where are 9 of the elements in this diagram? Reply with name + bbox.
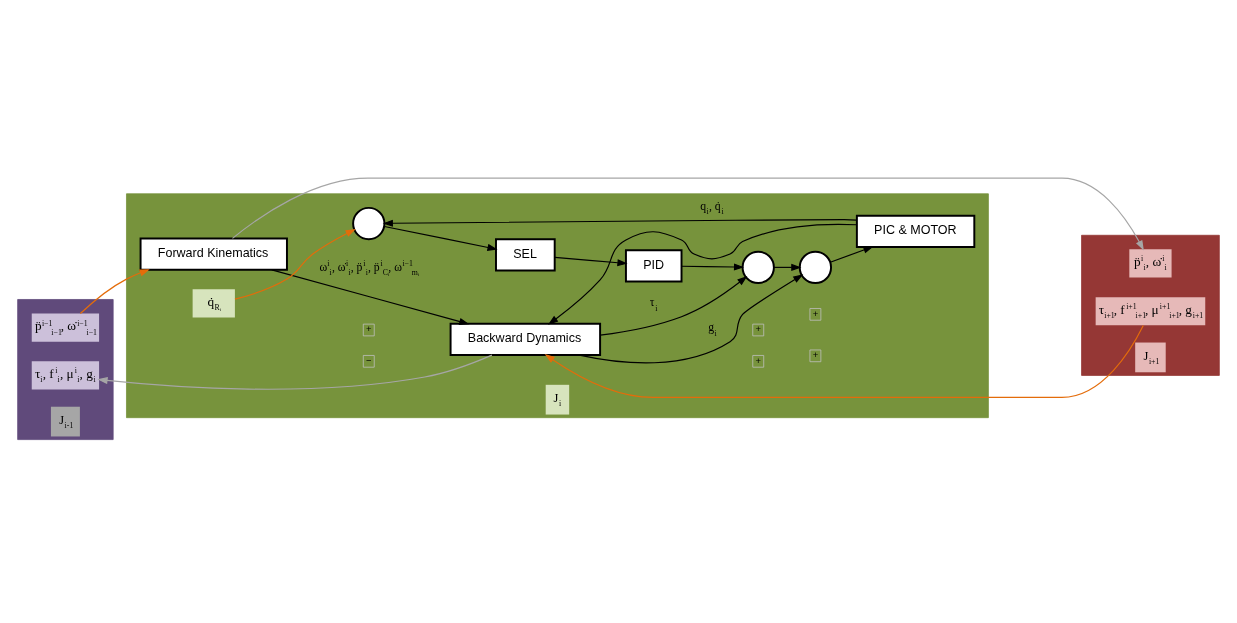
label: + bbox=[812, 348, 819, 360]
label: + bbox=[366, 322, 372, 334]
label: − bbox=[366, 354, 372, 366]
edge-label: g$_{i}$ bbox=[708, 320, 717, 338]
label: + bbox=[812, 307, 819, 319]
edge-label: τ$_{i}$ bbox=[649, 295, 658, 313]
label: + bbox=[755, 322, 761, 334]
edge-label: q$_{i}$, q̇$_{i}$ bbox=[700, 199, 724, 216]
label: + bbox=[755, 354, 761, 366]
